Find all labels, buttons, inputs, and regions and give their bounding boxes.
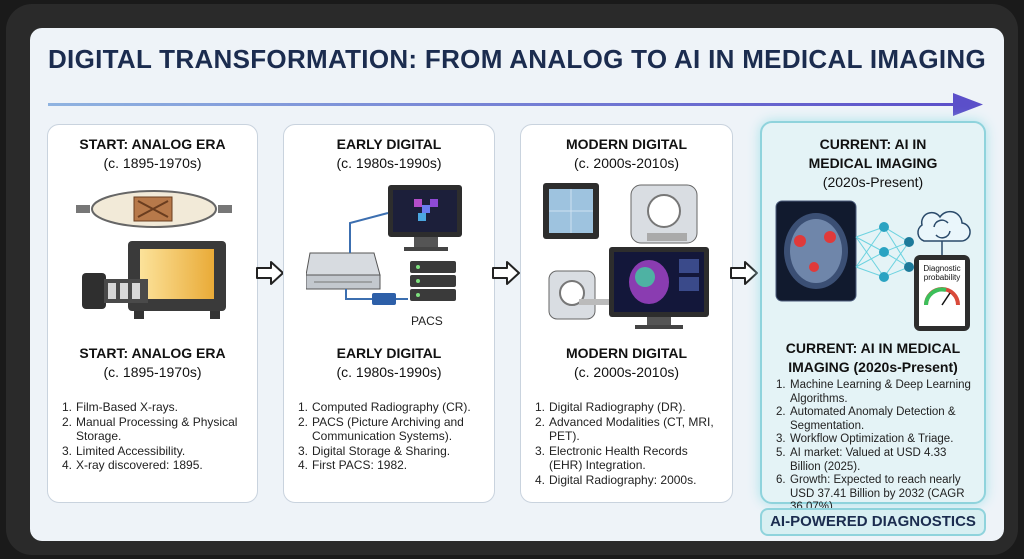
- timeline-arrow: [48, 93, 983, 116]
- panel-period: (c. 1895-1970s): [103, 155, 202, 171]
- ai-powered-diagnostics-badge: AI-POWERED DIAGNOSTICS: [760, 508, 986, 536]
- diagnostic-label-line1: Diagnostic: [923, 264, 960, 273]
- panel-subperiod: (c. 1980s-1990s): [336, 364, 442, 380]
- infographic-screen: DIGITAL TRANSFORMATION: FROM ANALOG TO A…: [30, 28, 1004, 541]
- panel-period: (c. 2000s-2010s): [573, 155, 680, 171]
- panel-analog-era: START: ANALOG ERA (c. 1895-1970s) START:…: [47, 124, 258, 503]
- panel-modern-digital: MODERN DIGITAL (c. 2000s-2010s) MODERN D…: [520, 124, 733, 503]
- panel-heading-line2: MEDICAL IMAGING: [808, 155, 938, 171]
- list-item: 3.Limited Accessibility.: [62, 443, 186, 458]
- panel-list: 1.Machine Learning & Deep Learning Algor…: [776, 379, 976, 515]
- panel-heading-line1: CURRENT: AI IN: [819, 136, 927, 152]
- dr-ct-mri-workstation-icon: [543, 183, 709, 329]
- list-item: 6.Growth: Expected to reach nearly USD 3…: [776, 474, 965, 513]
- list-item: 2.PACS (Picture Archiving and Communicat…: [298, 414, 464, 444]
- list-item: 4.First PACS: 1982.: [298, 458, 408, 472]
- list-item: 2.Advanced Modalities (CT, MRI, PET).: [535, 414, 714, 444]
- list-item: 1.Film-Based X-rays.: [62, 400, 179, 414]
- panel-heading: START: ANALOG ERA: [79, 136, 226, 152]
- panel-early-digital: EARLY DIGITAL (c. 1980s-1990s) PACS: [283, 124, 495, 503]
- pacs-label: PACS: [411, 314, 443, 328]
- panel-heading: EARLY DIGITAL: [336, 136, 442, 152]
- panel-ai-imaging: CURRENT: AI IN MEDICAL IMAGING (2020s-Pr…: [760, 121, 986, 513]
- panel-heading: MODERN DIGITAL: [565, 136, 688, 152]
- panel-subperiod: (c. 1895-1970s): [103, 364, 202, 380]
- list-item: 4.X-ray discovered: 1895.: [62, 458, 203, 472]
- panel-period: (c. 1980s-1990s): [336, 155, 442, 171]
- panel-subperiod: (c. 2000s-2010s): [573, 364, 680, 380]
- chevron-right-icon: [256, 261, 284, 285]
- panel-period: (2020s-Present): [822, 174, 924, 190]
- list-item: 2.Automated Anomaly Detection & Segmenta…: [776, 406, 956, 432]
- xray-tube-and-film-viewer-icon: [76, 190, 232, 319]
- panel-subheading: EARLY DIGITAL: [336, 345, 442, 361]
- panel-list: 1.Computed Radiography (CR). 2.PACS (Pic…: [298, 400, 486, 473]
- chevron-right-icon: [730, 261, 758, 285]
- panel-list: 1.Film-Based X-rays. 2.Manual Processing…: [62, 400, 249, 473]
- list-item: 4.Digital Radiography: 2000s.: [535, 472, 697, 487]
- chevron-right-icon: [492, 261, 520, 285]
- list-item: 3.Electronic Health Records (EHR) Integr…: [535, 443, 688, 473]
- list-item: 3.Digital Storage & Sharing.: [298, 443, 451, 458]
- panel-subheading-line1: CURRENT: AI IN MEDICAL: [785, 340, 961, 356]
- ai-brain-network-icon: Diagnostic probability: [775, 200, 971, 331]
- list-item: 2.Manual Processing & Physical Storage.: [62, 414, 238, 444]
- panel-subheading-line2: IMAGING (2020s-Present): [788, 359, 958, 375]
- list-item: 1.Digital Radiography (DR).: [535, 400, 686, 414]
- panel-subheading: START: ANALOG ERA: [79, 345, 226, 361]
- panel-subheading: MODERN DIGITAL: [565, 345, 688, 361]
- list-item: 1.Machine Learning & Deep Learning Algor…: [776, 379, 971, 405]
- list-item: 3.Workflow Optimization & Triage.: [776, 433, 954, 446]
- panel-list: 1.Digital Radiography (DR). 2.Advanced M…: [535, 400, 724, 487]
- list-item: 1.Computed Radiography (CR).: [298, 400, 471, 414]
- page-title: DIGITAL TRANSFORMATION: FROM ANALOG TO A…: [47, 44, 987, 74]
- scanner-monitor-pacs-icon: [306, 185, 462, 305]
- diagnostic-label-line2: probability: [924, 273, 960, 282]
- list-item: 5.AI market: Valued at USD 4.33 Billion …: [776, 446, 947, 473]
